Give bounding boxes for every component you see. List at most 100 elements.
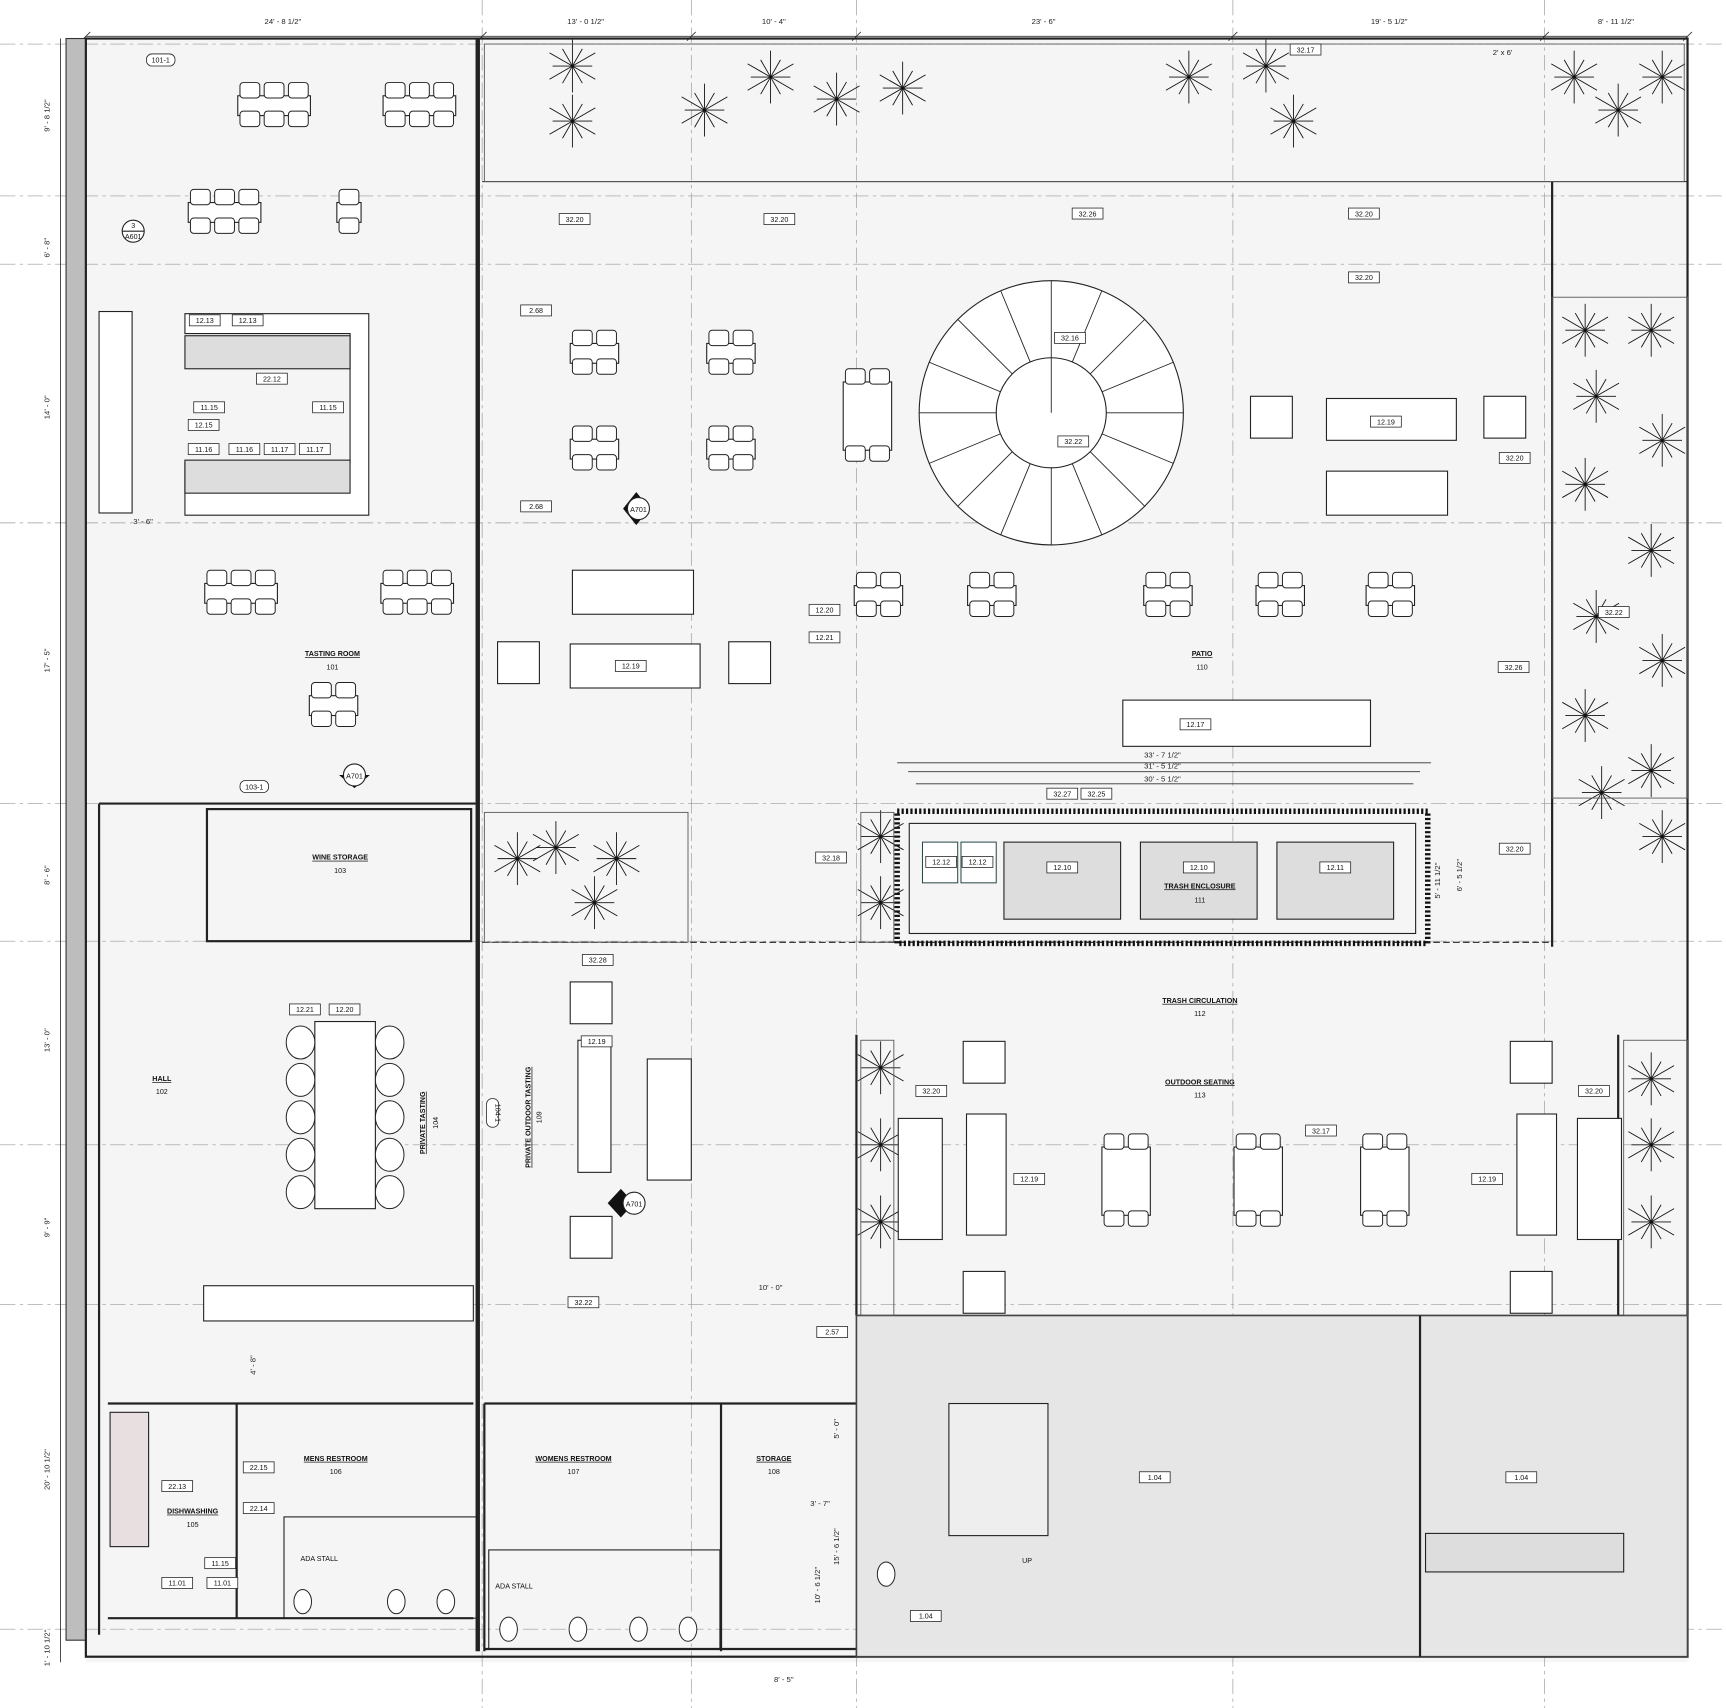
room-hall: HALL 102 xyxy=(152,1075,172,1096)
chair-icon xyxy=(1259,1133,1281,1150)
door-tag-101-1[interactable]: 101-1 xyxy=(146,53,176,67)
stair-tread xyxy=(1089,451,1145,507)
chair-icon xyxy=(374,1175,405,1210)
tree-icon xyxy=(549,94,596,148)
lounge-chair xyxy=(497,641,540,685)
room-name: DISHWASHING xyxy=(167,1508,219,1516)
keynote-tag: 32.20 xyxy=(915,1085,948,1097)
chair-icon xyxy=(382,569,404,587)
chair-icon xyxy=(732,425,754,442)
planter-bed xyxy=(860,811,895,943)
stair-tread xyxy=(1000,463,1031,536)
keynote-tag: 22.15 xyxy=(242,1461,275,1474)
keynote-text: 32.17 xyxy=(1312,1127,1330,1135)
stair-up-label: UP xyxy=(1022,1557,1032,1565)
chair-icon xyxy=(238,217,260,234)
tree-icon xyxy=(1270,94,1317,148)
keynote-text: 32.25 xyxy=(1087,790,1105,798)
chair-icon xyxy=(732,358,754,375)
private-tasting-table xyxy=(314,1020,376,1210)
room-name: PATIO xyxy=(1192,650,1213,658)
chair-icon xyxy=(993,571,1015,589)
room-number: 112 xyxy=(1194,1010,1205,1018)
keynote-tag: 11.16 xyxy=(187,443,220,456)
keynote-text: 12.12 xyxy=(969,859,987,867)
room-number: 101 xyxy=(326,663,338,671)
section-marker-a701-outdoor[interactable]: A701 xyxy=(607,1188,646,1218)
keynote-text: 1.04 xyxy=(1514,1474,1528,1482)
dish-equipment xyxy=(109,1411,150,1548)
keynote-text: 2.68 xyxy=(529,503,543,511)
keynote-text: 12.10 xyxy=(1190,864,1208,872)
keynote-tag: 12.13 xyxy=(188,314,221,327)
dim-left-6: 13' - 0" xyxy=(43,1028,52,1052)
adjacent-building: UP xyxy=(855,1314,1689,1658)
chair-icon xyxy=(1386,1210,1408,1227)
stair-tread xyxy=(1101,361,1174,393)
keynote-text: 32.20 xyxy=(1585,1088,1603,1096)
chair-icon xyxy=(206,598,228,615)
room-number: 106 xyxy=(330,1468,342,1476)
chair-icon xyxy=(409,110,430,128)
section-marker-a701-patio[interactable]: A701 xyxy=(623,492,651,526)
dining-table xyxy=(706,425,756,471)
chair-icon xyxy=(254,569,276,587)
dim-left-9: 1' - 10 1/2" xyxy=(43,1629,52,1666)
chair-icon xyxy=(1169,600,1191,617)
chair-icon xyxy=(880,571,901,589)
keynote-text: 32.18 xyxy=(822,854,840,862)
keynote-tag: 12.10 xyxy=(1182,861,1215,874)
fire-table xyxy=(577,1039,612,1173)
lounge-sofa xyxy=(1325,470,1449,516)
dim-left-8: 20' - 10 1/2" xyxy=(43,1449,52,1490)
keynote-text: 12.15 xyxy=(195,422,213,430)
chair-icon xyxy=(230,569,252,587)
door-tag-104-1[interactable]: 104-1 xyxy=(486,1098,502,1128)
keynote-text: 22.12 xyxy=(263,375,281,383)
keynote-text: 11.15 xyxy=(211,1560,228,1568)
dim-bar-aisle: 3' - 6" xyxy=(133,517,153,526)
chair-icon xyxy=(230,598,252,615)
keynote-tag: 32.25 xyxy=(1080,787,1113,800)
dining-table-tall xyxy=(1360,1133,1410,1227)
door-tag-103-1[interactable]: 103-1 xyxy=(239,780,269,793)
chair-icon xyxy=(708,329,730,347)
planter-bed xyxy=(860,1039,895,1316)
keynote-text: 22.13 xyxy=(168,1483,186,1491)
stair-tread xyxy=(929,433,1001,464)
marker-label: A701 xyxy=(630,506,647,514)
keynote-tag: 22.14 xyxy=(242,1502,275,1514)
room-mens-restroom: MENS RESTROOM 106 xyxy=(304,1455,368,1476)
chair-icon xyxy=(1257,571,1279,589)
toilet-icon xyxy=(499,1616,518,1642)
keynote-text: 12.20 xyxy=(336,1006,354,1014)
ada-stall-label-mens: ADA STALL xyxy=(300,1555,338,1563)
chair-icon xyxy=(409,82,430,99)
dining-table xyxy=(1143,571,1193,617)
keynote-text: 32.20 xyxy=(922,1088,940,1096)
room-name: OUTDOOR SEATING xyxy=(1165,1078,1235,1086)
keynote-text: 11.16 xyxy=(195,446,212,454)
keynote-tag: 11.15 xyxy=(193,401,225,414)
dining-table xyxy=(237,82,311,128)
dining-table xyxy=(380,569,455,615)
dining-table-tall xyxy=(1101,1133,1151,1227)
keynote-text: 32.20 xyxy=(1355,210,1373,218)
planter-bed xyxy=(483,43,1685,183)
chair-icon xyxy=(855,600,877,617)
chair-icon xyxy=(374,1137,405,1172)
chair-icon xyxy=(571,358,593,375)
room-patio: PATIO 110 xyxy=(1192,650,1213,671)
door-tag-text: 101-1 xyxy=(152,57,170,65)
toilet-icon xyxy=(568,1616,588,1642)
dining-table xyxy=(308,682,359,728)
keynote-tag: 2.68 xyxy=(520,500,552,513)
chair-icon xyxy=(1367,571,1389,589)
tree-icon xyxy=(1639,413,1686,467)
keynote-tag: 12.20 xyxy=(328,1003,361,1016)
trash-enclosure-structure: 33' - 7 1/2" 31' - 5 1/2" 30' - 5 1/2" 6… xyxy=(894,750,1464,947)
keynote-tag: 32.20 xyxy=(1348,207,1380,220)
section-marker-a701-tasting[interactable]: A701 xyxy=(339,763,370,789)
section-marker-a601[interactable]: 3 A601 xyxy=(121,219,145,243)
keynote-tag: 12.11 xyxy=(1319,861,1352,874)
